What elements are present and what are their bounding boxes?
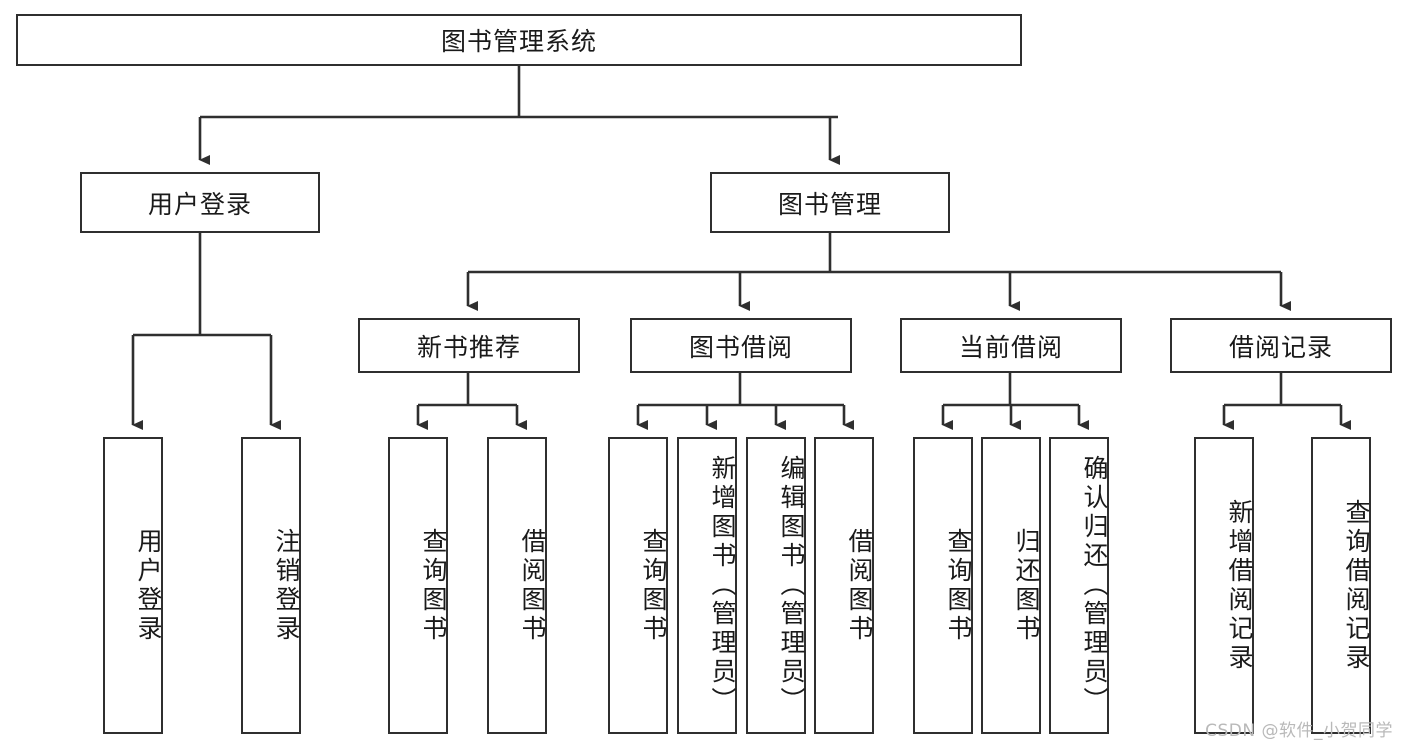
- node-book-manage[interactable]: 图书管理: [710, 172, 950, 233]
- node-leaf-edit-book-label: 编辑图书（管理员）: [777, 455, 806, 716]
- node-leaf-borrow-book-2-label: 借阅图书: [845, 527, 874, 644]
- node-borrow-record-label: 借阅记录: [1228, 332, 1333, 362]
- node-leaf-query-book-1-label: 查询图书: [419, 527, 448, 644]
- node-leaf-borrow-book-1-label: 借阅图书: [518, 527, 547, 644]
- node-new-book-rec-label: 新书推荐: [416, 332, 521, 362]
- node-leaf-user-logout-label: 注销登录: [272, 527, 301, 644]
- node-book-borrow[interactable]: 图书借阅: [630, 318, 852, 373]
- node-book-manage-label: 图书管理: [777, 189, 882, 219]
- node-root-label: 图书管理系统: [440, 27, 597, 56]
- node-current-borrow[interactable]: 当前借阅: [900, 318, 1122, 373]
- node-root[interactable]: 图书管理系统: [16, 14, 1022, 66]
- node-leaf-return-book-label: 归还图书: [1012, 527, 1041, 644]
- node-leaf-query-record[interactable]: 查询借阅记录: [1311, 437, 1371, 734]
- node-leaf-query-record-label: 查询借阅记录: [1342, 498, 1371, 673]
- node-leaf-return-book[interactable]: 归还图书: [981, 437, 1041, 734]
- node-leaf-borrow-book-2[interactable]: 借阅图书: [814, 437, 874, 734]
- node-user-login[interactable]: 用户登录: [80, 172, 320, 233]
- node-leaf-borrow-book-1[interactable]: 借阅图书: [487, 437, 547, 734]
- node-borrow-record[interactable]: 借阅记录: [1170, 318, 1392, 373]
- node-leaf-query-book-3-label: 查询图书: [944, 527, 973, 644]
- node-leaf-add-book[interactable]: 新增图书（管理员）: [677, 437, 737, 734]
- node-leaf-add-record-label: 新增借阅记录: [1225, 498, 1254, 673]
- node-book-borrow-label: 图书借阅: [688, 332, 793, 362]
- node-leaf-edit-book[interactable]: 编辑图书（管理员）: [746, 437, 806, 734]
- node-leaf-query-book-3[interactable]: 查询图书: [913, 437, 973, 734]
- node-leaf-user-logout[interactable]: 注销登录: [241, 437, 301, 734]
- node-leaf-confirm-return-label: 确认归还（管理员）: [1080, 455, 1109, 716]
- node-current-borrow-label: 当前借阅: [958, 332, 1063, 362]
- node-user-login-label: 用户登录: [147, 189, 252, 219]
- node-leaf-confirm-return[interactable]: 确认归还（管理员）: [1049, 437, 1109, 734]
- node-leaf-add-record[interactable]: 新增借阅记录: [1194, 437, 1254, 734]
- node-new-book-rec[interactable]: 新书推荐: [358, 318, 580, 373]
- node-leaf-user-login[interactable]: 用户登录: [103, 437, 163, 734]
- node-leaf-user-login-label: 用户登录: [134, 527, 163, 644]
- node-leaf-query-book-2[interactable]: 查询图书: [608, 437, 668, 734]
- node-leaf-query-book-2-label: 查询图书: [639, 527, 668, 644]
- watermark: CSDN @软件_小贺同学: [1205, 721, 1393, 741]
- node-leaf-add-book-label: 新增图书（管理员）: [708, 455, 737, 716]
- node-leaf-query-book-1[interactable]: 查询图书: [388, 437, 448, 734]
